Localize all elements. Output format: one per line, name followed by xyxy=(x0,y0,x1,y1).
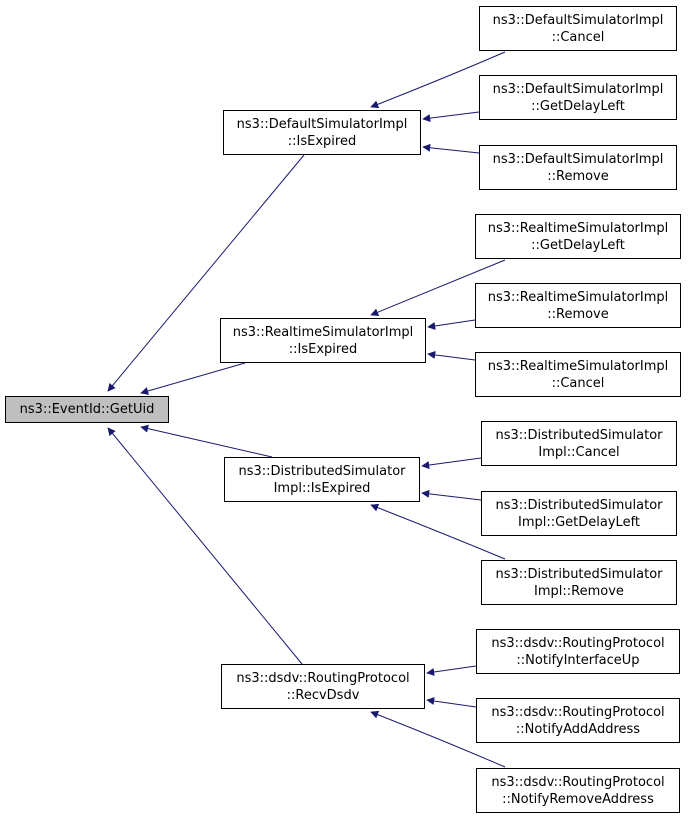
node-line-2: Impl::Remove xyxy=(534,583,624,599)
node-line-2: ::Cancel xyxy=(551,375,605,391)
node-realtime-getdelayleft[interactable]: ns3::RealtimeSimulatorImpl ::GetDelayLef… xyxy=(475,214,681,259)
node-distributed-isexpired[interactable]: ns3::DistributedSimulator Impl::IsExpire… xyxy=(224,457,420,502)
node-dsdv-notifyaddaddress[interactable]: ns3::dsdv::RoutingProtocol ::NotifyAddAd… xyxy=(476,698,680,743)
edge-distributed-remove xyxy=(370,503,506,560)
node-line-1: ns3::RealtimeSimulatorImpl xyxy=(487,220,669,236)
node-line-1: ns3::RealtimeSimulatorImpl xyxy=(232,324,414,340)
edge-realtime-getdelayleft xyxy=(370,259,506,316)
node-realtime-cancel[interactable]: ns3::RealtimeSimulatorImpl ::Cancel xyxy=(475,352,681,397)
node-line-2: Impl::IsExpired xyxy=(273,480,371,496)
edge-realtime-isexpired xyxy=(140,362,246,395)
node-line-1: ns3::DistributedSimulator xyxy=(495,427,663,443)
node-line-2: ::RecvDsdv xyxy=(286,687,360,703)
node-line-2: ::GetDelayLeft xyxy=(531,237,625,253)
node-realtime-isexpired[interactable]: ns3::RealtimeSimulatorImpl ::IsExpired xyxy=(220,318,426,363)
edge-dsdv-recvdsdv xyxy=(107,427,303,665)
node-line-1: ns3::dsdv::RoutingProtocol xyxy=(236,670,410,686)
node-line-1: ns3::DistributedSimulator xyxy=(495,497,663,513)
edge-distributed-cancel xyxy=(421,457,482,469)
node-realtime-remove[interactable]: ns3::RealtimeSimulatorImpl ::Remove xyxy=(475,283,681,328)
node-dsdv-notifyinterfaceup[interactable]: ns3::dsdv::RoutingProtocol ::NotifyInter… xyxy=(476,629,680,674)
node-line-1: ns3::RealtimeSimulatorImpl xyxy=(487,289,669,305)
node-line-1: ns3::DefaultSimulatorImpl xyxy=(236,116,408,132)
node-dsdv-notifyremoveaddress[interactable]: ns3::dsdv::RoutingProtocol ::NotifyRemov… xyxy=(476,768,680,813)
node-line-2: ::NotifyRemoveAddress xyxy=(502,791,654,807)
node-default-getdelayleft[interactable]: ns3::DefaultSimulatorImpl ::GetDelayLeft xyxy=(479,75,677,120)
node-line-2: ::Cancel xyxy=(551,29,605,45)
node-line-2: ::NotifyAddAddress xyxy=(515,721,641,737)
edge-default-cancel xyxy=(370,51,506,109)
node-line-1: ns3::DefaultSimulatorImpl xyxy=(492,12,664,28)
root-node-geteventuid: ns3::EventId::GetUid xyxy=(5,396,169,423)
node-line-1: ns3::DistributedSimulator xyxy=(238,463,406,479)
node-line-2: ::GetDelayLeft xyxy=(531,98,625,114)
edge-default-getdelayleft xyxy=(422,111,480,123)
node-line-1: ns3::RealtimeSimulatorImpl xyxy=(487,358,669,374)
edge-dsdv-notifyaddaddress xyxy=(426,697,477,708)
edge-dsdv-notifyremoveaddress xyxy=(370,710,506,768)
node-line-2: ::NotifyInterfaceUp xyxy=(516,652,640,668)
node-distributed-getdelayleft[interactable]: ns3::DistributedSimulator Impl::GetDelay… xyxy=(481,491,677,536)
node-line-2: Impl::Cancel xyxy=(538,444,620,460)
node-line-1: ns3::DefaultSimulatorImpl xyxy=(492,151,664,167)
node-line-1: ns3::dsdv::RoutingProtocol xyxy=(491,635,665,651)
edge-dsdv-notifyinterfaceup xyxy=(426,665,477,676)
root-node-label: ns3::EventId::GetUid xyxy=(19,402,155,417)
node-line-1: ns3::DistributedSimulator xyxy=(495,566,663,582)
node-line-2: ::Remove xyxy=(547,168,609,184)
node-line-1: ns3::dsdv::RoutingProtocol xyxy=(491,704,665,720)
edge-default-isexpired xyxy=(107,154,305,392)
node-default-remove[interactable]: ns3::DefaultSimulatorImpl ::Remove xyxy=(479,145,677,190)
node-line-2: ::IsExpired xyxy=(287,133,357,149)
node-default-cancel[interactable]: ns3::DefaultSimulatorImpl ::Cancel xyxy=(479,6,677,51)
node-distributed-remove[interactable]: ns3::DistributedSimulator Impl::Remove xyxy=(481,560,677,605)
node-default-isexpired[interactable]: ns3::DefaultSimulatorImpl ::IsExpired xyxy=(223,110,421,155)
node-line-2: Impl::GetDelayLeft xyxy=(517,514,641,530)
edge-distributed-getdelayleft xyxy=(421,489,482,501)
edge-distributed-isexpired xyxy=(140,424,273,458)
edge-realtime-remove xyxy=(427,319,476,330)
node-line-1: ns3::dsdv::RoutingProtocol xyxy=(491,774,665,790)
node-dsdv-recvdsdv[interactable]: ns3::dsdv::RoutingProtocol ::RecvDsdv xyxy=(221,664,425,709)
node-line-2: ::Remove xyxy=(547,306,609,322)
edge-default-remove xyxy=(422,143,480,154)
edge-realtime-cancel xyxy=(427,350,476,361)
node-line-2: ::IsExpired xyxy=(288,341,358,357)
node-distributed-cancel[interactable]: ns3::DistributedSimulator Impl::Cancel xyxy=(481,421,677,466)
node-line-1: ns3::DefaultSimulatorImpl xyxy=(492,81,664,97)
